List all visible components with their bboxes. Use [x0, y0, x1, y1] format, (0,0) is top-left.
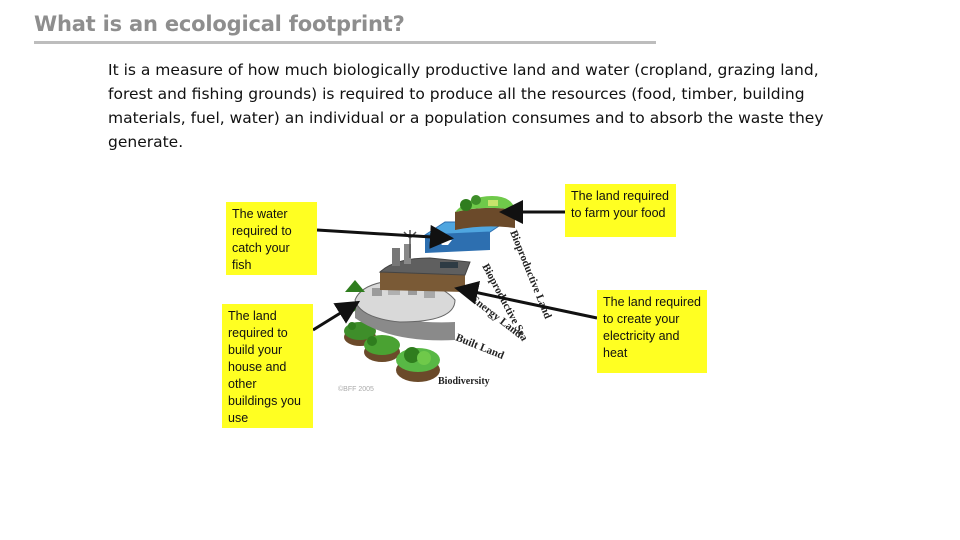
arrow-house: [312, 300, 361, 332]
arrow-electricity: [454, 280, 598, 320]
title-divider: [34, 41, 656, 44]
callout-food: The land required to farm your food: [565, 184, 676, 237]
label-built-land: Built Land: [454, 332, 506, 362]
slide-title: What is an ecological footprint?: [34, 12, 405, 36]
label-biodiversity: Biodiversity: [438, 376, 490, 387]
diagram-credit: ©BFF 2005: [338, 385, 374, 393]
callout-house: The land required to build your house an…: [222, 304, 313, 428]
biodiversity-islands: [344, 322, 440, 382]
callout-electricity: The land required to create your electri…: [597, 290, 707, 373]
arrow-water: [316, 224, 454, 249]
definition-text: It is a measure of how much biologically…: [108, 61, 824, 151]
callout-water: The water required to catch your fish: [226, 202, 317, 275]
energy-land-layer: [378, 230, 471, 292]
